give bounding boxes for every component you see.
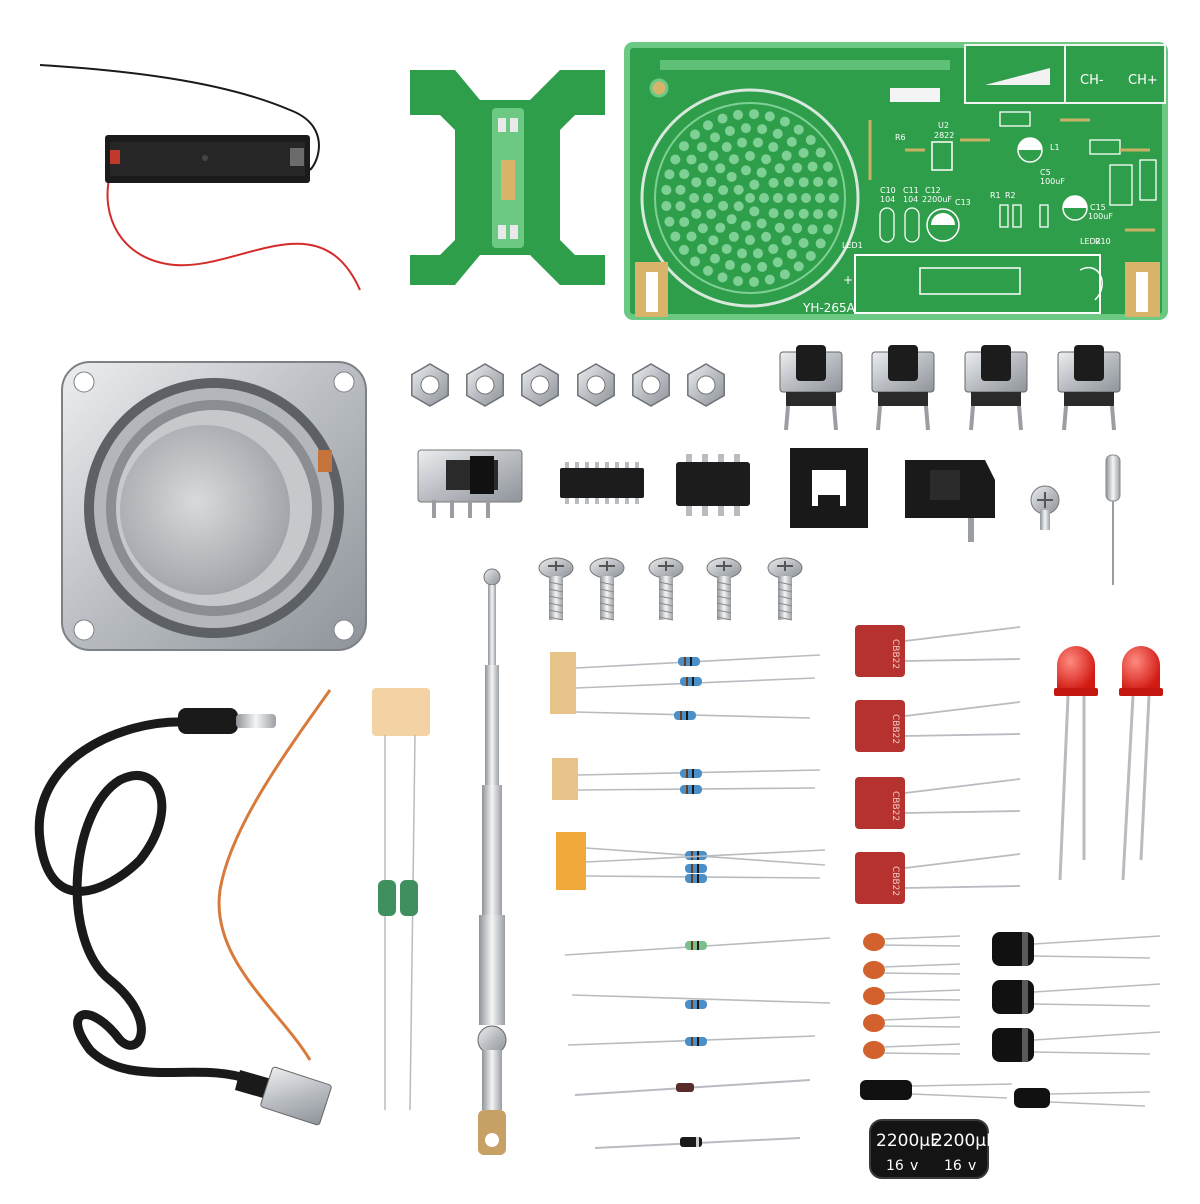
resistor xyxy=(575,711,811,720)
pcb-c15-value: 100uF xyxy=(1088,212,1113,221)
pcb-u2-label: U2 xyxy=(938,121,949,130)
tactile-switch xyxy=(964,345,1028,431)
tactile-switches xyxy=(779,345,1121,431)
tactile-switch xyxy=(1057,345,1121,431)
pcb-c5-label: C5 xyxy=(1040,168,1051,177)
dc-power-jack xyxy=(905,460,995,542)
diodes xyxy=(574,1079,811,1149)
ic-chip-dip8 xyxy=(676,454,750,516)
usb-power-cable xyxy=(34,708,332,1126)
telescopic-antenna xyxy=(477,568,507,1155)
cap-large-value-right: 2200μF xyxy=(932,1131,996,1151)
film-capacitor: CBB22 xyxy=(855,852,1021,904)
pcb-c11-value: 104 xyxy=(903,195,918,204)
speaker xyxy=(61,361,367,651)
film-capacitor: CBB22 xyxy=(855,625,1021,677)
cap-large-unit-left: v xyxy=(910,1158,918,1174)
screws xyxy=(538,557,803,621)
main-pcb: CH- CH+ R6 U2 2822 C10 104 C11 104 C12 2… xyxy=(624,42,1168,320)
screw xyxy=(706,557,742,621)
screw-small xyxy=(1030,485,1060,530)
pcb-c5-value: 100uF xyxy=(1040,177,1065,186)
electrolytic-capacitor xyxy=(992,980,1161,1014)
pcb-r6-label: R6 xyxy=(895,133,906,142)
resistor xyxy=(571,994,831,1009)
cap-large-voltage-right: 16 xyxy=(944,1158,962,1174)
ceramic-capacitors xyxy=(863,933,961,1059)
screw xyxy=(589,557,625,621)
screw xyxy=(648,557,684,621)
pcb-c12-value: 2200uF xyxy=(922,195,952,204)
pcb-led1-label: LED1 xyxy=(842,241,863,250)
film-capacitor-marking: CBB22 xyxy=(890,791,900,821)
pcb-l1-label: L1 xyxy=(1050,143,1060,152)
pcb-c10-value: 104 xyxy=(880,195,895,204)
film-capacitor-marking: CBB22 xyxy=(890,866,900,896)
pcb-c13-label: C13 xyxy=(955,198,971,207)
film-capacitor: CBB22 xyxy=(855,777,1021,829)
ceramic-capacitor xyxy=(863,1041,961,1059)
pcb-c12-label: C12 xyxy=(925,186,941,195)
screw xyxy=(538,557,574,621)
ceramic-capacitor xyxy=(863,961,961,979)
large-electrolytic-capacitor: 2200μF 2200μF 16 v 16 v xyxy=(869,1119,996,1179)
resistor xyxy=(585,849,826,873)
film-capacitor-marking: CBB22 xyxy=(890,639,900,669)
film-capacitor-marking: CBB22 xyxy=(890,714,900,744)
electrolytic-capacitor-small xyxy=(860,1080,1013,1100)
ic-socket xyxy=(790,448,868,528)
resistor xyxy=(585,874,821,883)
resistor xyxy=(575,677,816,689)
electrolytic-capacitor xyxy=(992,1028,1161,1062)
pcb-c15-label: C15 xyxy=(1090,203,1106,212)
tactile-switch xyxy=(871,345,935,431)
cap-large-value-left: 2200μF xyxy=(876,1131,940,1151)
antenna-bracket-pcb xyxy=(410,70,605,285)
battery-holder xyxy=(39,64,361,291)
electrolytic-capacitors xyxy=(860,932,1161,1108)
screw xyxy=(767,557,803,621)
tactile-switch xyxy=(779,345,843,431)
pcb-u2-value: 2822 xyxy=(934,131,954,140)
resistor xyxy=(577,785,816,794)
resistor xyxy=(577,769,821,778)
ceramic-capacitor xyxy=(863,933,961,951)
pcb-r10-label: R10 xyxy=(1095,237,1111,246)
cap-large-voltage-left: 16 xyxy=(886,1158,904,1174)
pcb-r1-label: R1 xyxy=(990,191,1001,200)
pcb-led2-label: LED2 xyxy=(1080,237,1101,246)
pcb-ch-plus-label: CH+ xyxy=(1128,73,1158,88)
red-leds xyxy=(1054,646,1163,881)
pcb-plus-mark: + xyxy=(843,273,853,287)
pcb-r2-label: R2 xyxy=(1005,191,1016,200)
resistor xyxy=(564,937,831,956)
electrolytic-capacitor-small xyxy=(1014,1088,1151,1108)
electrolytic-capacitor xyxy=(992,932,1161,966)
crystal-oscillator xyxy=(1105,454,1121,585)
inductors xyxy=(372,688,430,1111)
copper-wire xyxy=(217,689,332,1061)
pcb-ch-minus-label: CH- xyxy=(1080,73,1104,88)
resistor xyxy=(575,654,821,669)
resistors xyxy=(550,652,831,1046)
pcb-model-label: YH-265A xyxy=(802,301,856,315)
ceramic-capacitor xyxy=(863,987,961,1005)
ic-chip-sop16 xyxy=(560,462,644,504)
film-capacitor: CBB22 xyxy=(855,700,1021,752)
hex-nuts xyxy=(411,363,725,407)
pcb-c11-label: C11 xyxy=(903,186,919,195)
ceramic-capacitor xyxy=(863,1014,961,1032)
pcb-c10-label: C10 xyxy=(880,186,896,195)
resistor xyxy=(567,1035,816,1046)
slide-switch xyxy=(417,449,523,518)
cap-large-unit-right: v xyxy=(968,1158,976,1174)
